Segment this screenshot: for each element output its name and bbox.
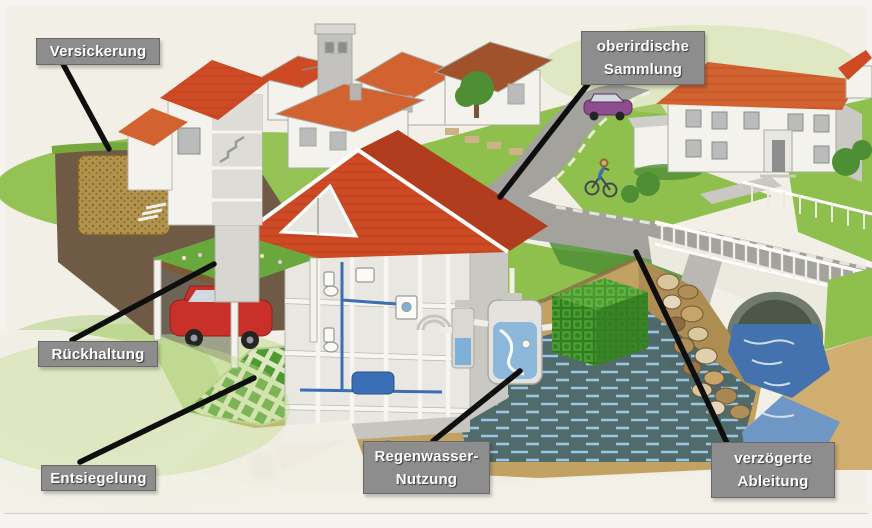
purple-car [583, 93, 633, 121]
label-text: Nutzung [395, 470, 458, 488]
bridge-railing [654, 180, 872, 298]
hillside-cutaway-house [118, 60, 270, 303]
label-text: Entsiegelung [50, 469, 147, 487]
leader-verzoegerte-ableitung [633, 249, 730, 446]
label-text: Rückhaltung [51, 345, 145, 363]
central-house [203, 130, 548, 444]
suction-hose [499, 328, 525, 376]
label-verzoegerte-ableitung: verzögerte Ableitung [711, 442, 835, 498]
label-text: oberirdische [596, 38, 690, 55]
label-text: Regenwasser- [374, 447, 479, 465]
leader-lines [60, 61, 730, 465]
label-oberirdische-sammlung: oberirdische Sammlung [581, 31, 705, 85]
label-versickerung: Versickerung [36, 38, 160, 65]
infiltration-crates [552, 278, 648, 366]
label-regenwasser-nutzung: Regenwasser- Nutzung [363, 441, 490, 494]
spiral-stairs [416, 314, 452, 331]
right-edge-house [838, 50, 872, 99]
leader-entsiegelung [77, 375, 257, 465]
label-text: Sammlung [603, 61, 683, 78]
cyclist [584, 158, 618, 198]
leader-rueckhaltung [69, 261, 217, 343]
apartment-building [621, 62, 872, 203]
label-text: Versickerung [49, 43, 147, 60]
stairs [219, 135, 245, 164]
stream-bank [824, 268, 872, 350]
label-entsiegelung: Entsiegelung [41, 465, 156, 491]
label-text: verzögerte [734, 450, 812, 467]
leader-versickerung [60, 61, 112, 152]
bathroom-fixtures [323, 267, 418, 353]
leader-oberirdische-sammlung [497, 81, 591, 200]
label-rueckhaltung: Rückhaltung [38, 341, 158, 367]
cistern-system [440, 293, 557, 385]
leader-regenwasser-nutzung [430, 368, 523, 444]
entrance-walkway [700, 176, 782, 204]
label-text: Ableitung [737, 473, 809, 490]
basement-tank [351, 371, 395, 395]
stepping-stone-path [445, 128, 523, 155]
paper-fade [0, 330, 872, 513]
